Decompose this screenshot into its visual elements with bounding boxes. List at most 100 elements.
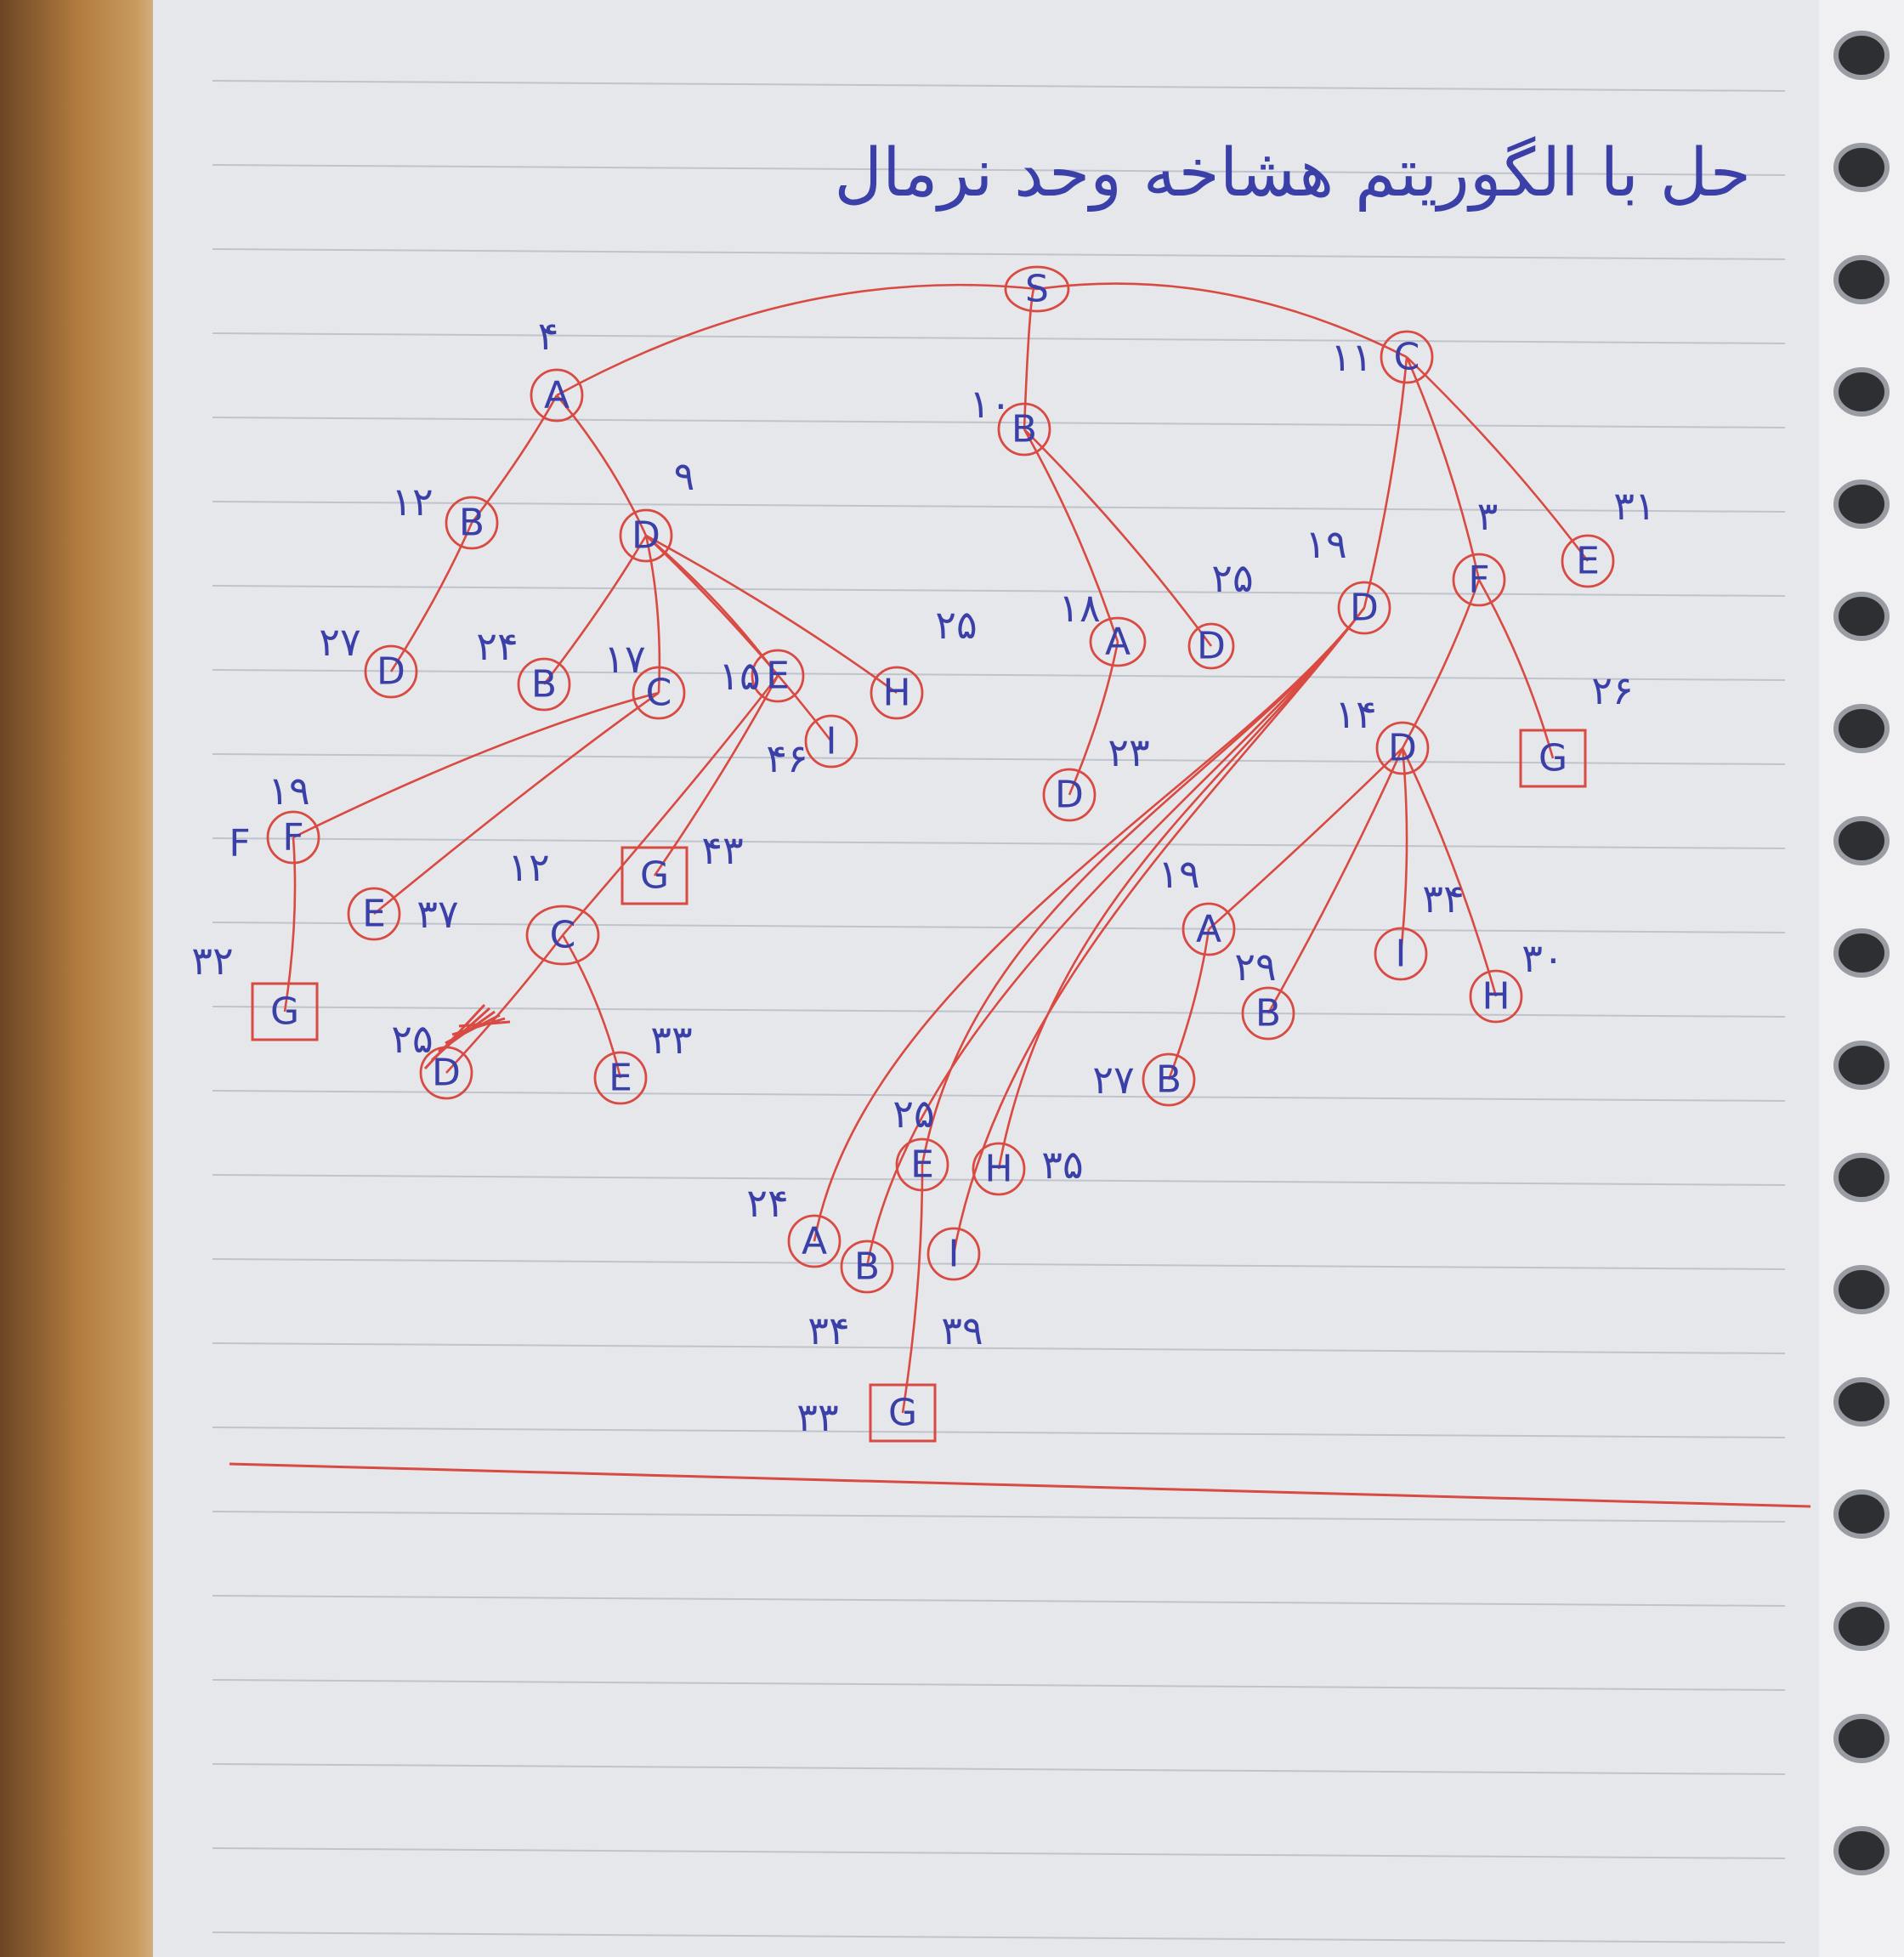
node-label: I	[826, 720, 837, 763]
node-cost: ۲۵	[391, 1016, 433, 1062]
node-cost: ۴۳	[701, 827, 743, 873]
node-label: D	[1055, 774, 1084, 817]
edge-A1-B2	[470, 394, 558, 524]
edge-F2-G3	[1477, 579, 1555, 759]
edge-D6-I3	[952, 607, 1366, 1255]
node-cost: ۲۴	[746, 1180, 788, 1226]
spiral-ring	[1833, 1602, 1890, 1651]
node-D6: D۱۹	[1305, 521, 1391, 635]
node-label: C	[1394, 336, 1420, 379]
node-circle	[972, 1142, 1026, 1196]
node-E5: E۲۵	[892, 1091, 949, 1192]
ruled-line	[212, 332, 1786, 344]
node-cost: ۲۷	[1092, 1057, 1134, 1103]
spiral-ring	[1833, 1714, 1890, 1763]
node-circle	[1187, 622, 1235, 670]
node-circle	[1142, 1052, 1196, 1107]
node-cost: ۲۵	[1211, 555, 1253, 601]
node-cost: ۳	[1477, 493, 1499, 539]
node-cost: ۱۹	[1158, 851, 1199, 897]
node-label: I	[1396, 933, 1407, 976]
node-D5: D۲۳	[1042, 729, 1150, 822]
node-circle	[347, 887, 401, 941]
spiral-ring	[1833, 928, 1890, 978]
node-I1: I۴۶	[766, 714, 858, 781]
node-label: E	[609, 1057, 632, 1100]
spiral-ring	[1833, 1489, 1890, 1539]
node-B4: B۲۹	[1234, 944, 1295, 1041]
node-B5: B۲۷	[1092, 1052, 1196, 1107]
node-label: E	[910, 1143, 934, 1187]
spiral-ring	[1833, 1265, 1890, 1314]
node-cost: ۳۳	[796, 1394, 838, 1440]
ruled-line	[212, 1511, 1786, 1523]
node-cost: ۱۴	[1334, 691, 1376, 737]
spiral-ring	[1833, 479, 1890, 529]
node-cost: ۴	[538, 313, 559, 359]
node-I3: I ۳۹	[926, 1227, 983, 1353]
node-label: A	[1196, 908, 1221, 951]
goal-box	[251, 982, 319, 1041]
ruled-line	[212, 1342, 1786, 1354]
node-cost: ۱۷	[604, 636, 645, 682]
edge-E5-G4	[901, 1164, 924, 1414]
node-cost: ۲۵	[935, 602, 977, 648]
node-circle	[525, 905, 600, 966]
node-cost: ۱۱	[1330, 334, 1372, 380]
node-cost: ۳۹	[941, 1308, 983, 1353]
ruled-line	[212, 1174, 1786, 1186]
node-I2: I۳۴	[1374, 876, 1465, 981]
goal-box	[620, 846, 688, 905]
spiral-rings	[1833, 31, 1890, 1875]
ruled-line	[212, 80, 1786, 92]
node-B1: B۱۰	[969, 381, 1051, 457]
ruled-line	[212, 837, 1786, 849]
goal-box	[1519, 729, 1587, 788]
node-G4: G۳۳	[796, 1383, 937, 1443]
spiral-ring	[1833, 143, 1890, 192]
ruled-line	[212, 1679, 1786, 1691]
node-label: I	[949, 1233, 960, 1276]
node-A4: A۲۴	[746, 1180, 842, 1268]
edge-A3-B5	[1167, 928, 1210, 1081]
node-label: C	[646, 672, 672, 715]
edge-F1-G2	[283, 837, 297, 1013]
node-cost: ۲۴	[476, 623, 518, 669]
node-F1: F۱۹	[266, 768, 320, 865]
edge-A1-D1	[556, 394, 648, 536]
edge-B1-A2	[1023, 428, 1119, 643]
node-H2: H۳۰	[1469, 935, 1564, 1024]
edge-C2-E2	[373, 691, 660, 916]
node-A3: A ۱۹	[1158, 851, 1236, 956]
node-label: D	[1388, 727, 1417, 770]
node-cost: ۱۹	[268, 768, 309, 814]
edge-C1-E4	[1406, 356, 1590, 562]
tree-edges	[283, 282, 1590, 1414]
node-B6: B۳۴	[808, 1239, 894, 1353]
node-circle	[1089, 616, 1147, 667]
section-divider-line	[229, 1462, 1811, 1508]
node-label: C	[550, 914, 576, 957]
node-circle	[619, 508, 673, 563]
node-label: H	[984, 1148, 1012, 1191]
node-label: E	[362, 893, 386, 936]
node-label: G	[640, 854, 669, 898]
spiral-ring	[1833, 1826, 1890, 1875]
ruled-line	[212, 585, 1786, 597]
spiral-ring	[1833, 592, 1890, 641]
node-label: B	[1012, 408, 1037, 451]
spiral-ring	[1833, 255, 1890, 304]
node-side-label: F	[229, 822, 250, 865]
ruled-line	[212, 1595, 1786, 1607]
node-cost: ۲۹	[1234, 944, 1276, 990]
ruled-line	[212, 1258, 1786, 1270]
node-label: B	[854, 1245, 880, 1289]
node-E4: E۳۱	[1561, 483, 1656, 588]
edge-B1-D4	[1023, 428, 1213, 647]
node-label: S	[1025, 268, 1049, 311]
node-C2: C۱۷	[604, 636, 686, 720]
